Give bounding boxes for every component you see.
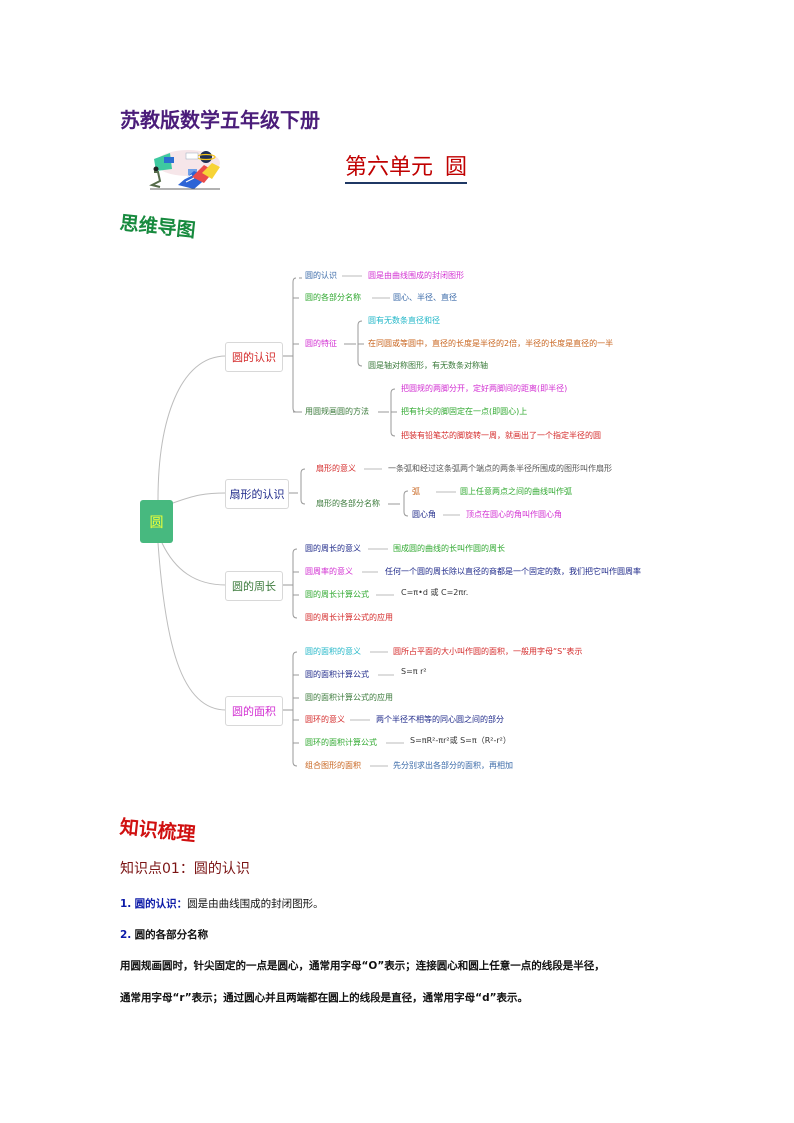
item-text: 圆是由曲线围成的封闭图形。 [187,898,324,910]
item-number: 1. [120,898,132,910]
branch-area: 圆的面积 [225,696,283,726]
node-label: 圆的面积计算公式 [305,670,369,679]
document-title: 苏教版数学五年级下册 [120,108,320,132]
study-illustration-icon [148,147,224,191]
paragraph-2: 2. 圆的各部分名称 [120,927,208,942]
node-sub: 圆有无数条直径和径 [368,316,440,325]
node-label: 圆环的意义 [305,715,345,724]
node-desc: 圆心、半径、直径 [393,293,457,302]
node-desc: 圆所占平面的大小叫作圆的面积，一般用字母“S”表示 [393,647,583,656]
branch-sector-recognition: 扇形的认识 [225,479,289,509]
node-label: 圆的各部分名称 [305,293,361,302]
node-sub: 圆是轴对称图形，有无数条对称轴 [368,361,488,370]
node-desc: 两个半径不相等的同心圆之间的部分 [376,715,504,724]
node-label: 圆的周长计算公式的应用 [305,613,393,622]
branch-circle-recognition: 圆的认识 [225,342,283,372]
mindmap-connectors [157,275,460,767]
node-desc: S=πR²-πr²或 S=π（R²-r²） [410,736,511,745]
node-desc: C=π•d 或 C=2πr. [401,588,469,597]
node-label: 扇形的各部分名称 [316,499,380,508]
mindmap-root-node: 圆 [140,500,173,543]
node-label: 圆的面积计算公式的应用 [305,693,393,702]
node-desc: 先分别求出各部分的面积，再相加 [393,761,513,770]
node-desc: 围成圆的曲线的长叫作圆的周长 [393,544,505,553]
branch-circumference: 圆的周长 [225,571,283,601]
node-label: 圆环的面积计算公式 [305,738,377,747]
node-sub: 弧 [412,487,420,496]
knowledge-point-title: 知识点01：圆的认识 [120,861,250,877]
node-sub: 把圆规的两脚分开，定好两脚间的距离(即半径) [401,384,568,393]
unit-title: 第六单元圆 [345,154,468,184]
node-label: 圆的认识 [305,271,337,280]
node-label: 圆的周长计算公式 [305,590,369,599]
node-label: 圆的周长的意义 [305,544,361,553]
knowledge-heading: 知识梳理 [118,816,197,846]
node-sub: 在同圆或等圆中，直径的长度是半径的2倍，半径的长度是直径的一半 [368,339,614,348]
item-label: 圆的各部分名称 [134,929,209,941]
node-label: 扇形的意义 [316,464,356,473]
node-desc: 一条弧和经过这条弧两个端点的两条半径所围成的图形叫作扇形 [388,464,612,473]
node-desc: S=π r² [401,667,427,676]
node-desc: 圆是由曲线围成的封闭图形 [368,271,464,280]
node-sub: 圆心角 [412,510,436,519]
unit-topic: 圆 [445,155,468,180]
node-label: 圆周率的意义 [305,567,353,576]
item-label: 圆的认识： [134,898,188,910]
node-sub: 把有针尖的脚固定在一点(即圆心)上 [401,407,528,416]
paragraph-3-line-1: 用圆规画圆时，针尖固定的一点是圆心，通常用字母“O”表示；连接圆心和圆上任意一点… [120,960,605,972]
node-label: 用圆规画圆的方法 [305,407,369,416]
node-desc: 任何一个圆的周长除以直径的商都是一个固定的数，我们把它叫作圆周率 [385,567,641,576]
unit-number: 第六单元 [345,155,434,180]
node-sub: 把装有铅笔芯的脚旋转一周，就画出了一个指定半径的圆 [401,431,601,440]
node-label: 圆的特征 [305,339,337,348]
paragraph-1: 1. 圆的认识：圆是由曲线围成的封闭图形。 [120,896,324,911]
node-desc: 圆上任意两点之间的曲线叫作弧 [460,487,572,496]
node-label: 圆的面积的意义 [305,647,361,656]
item-number: 2. [120,929,132,941]
paragraph-3-line-2: 通常用字母“r”表示；通过圆心并且两端都在圆上的线段是直径，通常用字母“d”表示… [120,992,528,1004]
node-desc: 顶点在圆心的角叫作圆心角 [466,510,562,519]
node-label: 组合图形的面积 [305,761,361,770]
